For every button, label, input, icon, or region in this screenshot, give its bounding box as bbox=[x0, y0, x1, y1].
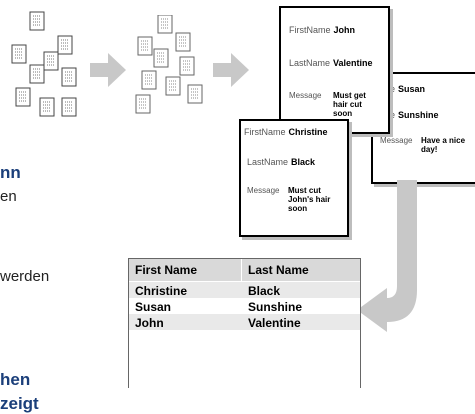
result-table: First Name Last Name Christine Black Sus… bbox=[128, 258, 361, 388]
column-header-last-name: Last Name bbox=[248, 263, 309, 277]
card-first-label: FirstName bbox=[289, 25, 331, 35]
card-first-value: John bbox=[333, 25, 356, 35]
arranged-documents-icon bbox=[135, 15, 203, 114]
card-message-value: Must get hair cut soon bbox=[333, 91, 366, 118]
card-last-value: Sunshine bbox=[398, 110, 439, 120]
table-cell: Valentine bbox=[248, 316, 301, 330]
card-message-label: Message bbox=[380, 136, 413, 145]
card-last-label: LastName bbox=[247, 157, 289, 167]
text-fragment-1: en bbox=[0, 188, 17, 205]
card-first-value: Christine bbox=[288, 127, 328, 137]
scattered-documents-icon bbox=[11, 11, 77, 117]
card-message-label: Message bbox=[289, 91, 322, 100]
table-cell: Christine bbox=[135, 284, 188, 298]
card-first-value: Susan bbox=[398, 84, 426, 94]
card-last-value: Valentine bbox=[333, 58, 373, 68]
card-last-value: Black bbox=[291, 157, 316, 167]
table-cell: Black bbox=[248, 284, 281, 298]
table-cell: Susan bbox=[135, 300, 172, 314]
row-stripe bbox=[129, 282, 360, 298]
card-last-label: LastName bbox=[289, 58, 331, 68]
heading-fragment-3: zeigt bbox=[0, 394, 39, 413]
table-header bbox=[129, 259, 360, 281]
heading-fragment-2: hen bbox=[0, 370, 31, 389]
card-message-value: Must cut John's hair soon bbox=[288, 186, 331, 213]
heading-fragment-1: nn bbox=[0, 163, 21, 182]
table-cell: Sunshine bbox=[248, 300, 303, 314]
right-arrow-2 bbox=[213, 53, 249, 87]
text-fragment-2: werden bbox=[0, 268, 50, 285]
column-header-first-name: First Name bbox=[135, 263, 198, 277]
row-stripe bbox=[129, 314, 360, 330]
table-cell: John bbox=[135, 316, 164, 330]
card-first-label: FirstName bbox=[244, 127, 286, 137]
down-left-arrow bbox=[357, 180, 417, 332]
card-message-label: Message bbox=[247, 186, 280, 195]
right-arrow-1 bbox=[90, 53, 126, 87]
card-message-value: Have a nice day! bbox=[421, 136, 466, 154]
table-header-divider bbox=[241, 259, 242, 281]
